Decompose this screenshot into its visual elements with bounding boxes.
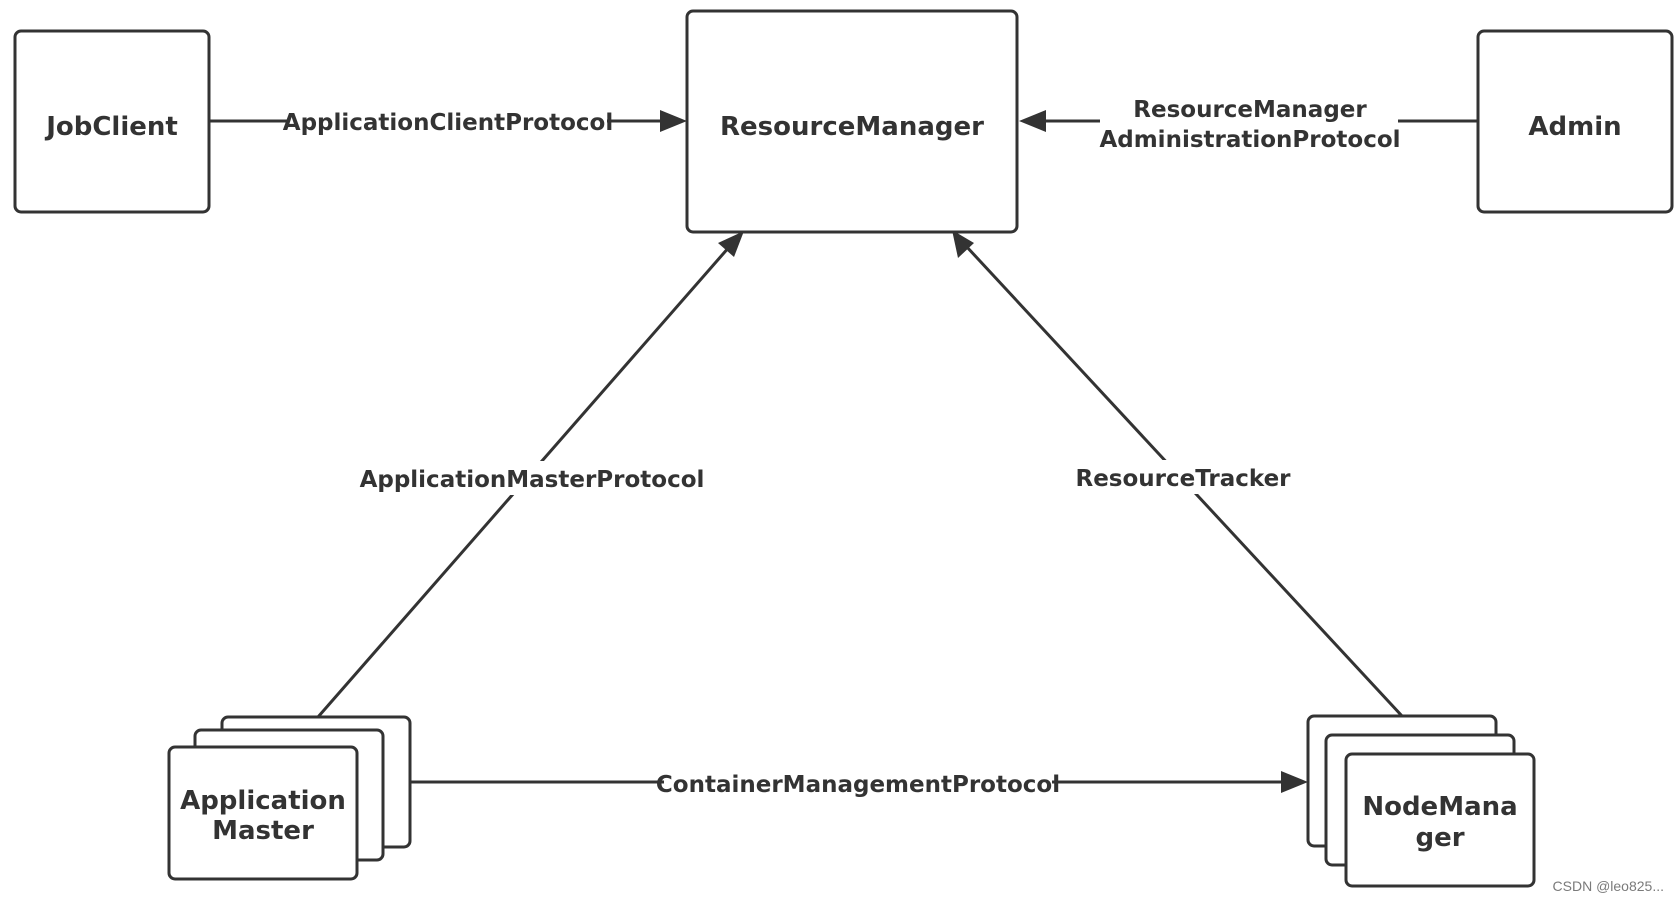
node-manager-label-line1: NodeMana (1362, 792, 1517, 822)
application-master-protocol-label: ApplicationMasterProtocol (360, 467, 705, 493)
arrowhead-icon (660, 110, 687, 132)
arrowhead-icon (952, 230, 974, 258)
application-master-label-line2: Master (212, 816, 314, 846)
resource-tracker-label: ResourceTracker (1075, 466, 1291, 492)
rm-admin-protocol-label-line1: ResourceManager (1133, 97, 1367, 123)
arrowhead-icon (1019, 110, 1046, 132)
application-master-label-line1: Application (180, 786, 346, 816)
stack-layer-front (167, 745, 359, 881)
resource-manager-label: ResourceManager (720, 112, 984, 142)
node-admin: Admin (1476, 29, 1674, 214)
node-application-master: Application Master (167, 715, 412, 881)
application-client-protocol-label: ApplicationClientProtocol (283, 110, 613, 136)
stack-layer-front (1344, 752, 1536, 888)
arrowhead-icon (1281, 771, 1308, 793)
node-manager-label-line2: ger (1415, 823, 1464, 853)
node-node-manager: NodeMana ger (1306, 714, 1536, 888)
arrowhead-icon (718, 231, 744, 257)
rm-admin-protocol-label-line2: AdministrationProtocol (1099, 127, 1400, 153)
admin-label: Admin (1528, 112, 1621, 142)
edge-label-application-client-protocol: ApplicationClientProtocol (283, 105, 613, 137)
node-job-client: JobClient (13, 29, 211, 214)
edge-label-application-master-protocol: ApplicationMasterProtocol (360, 461, 705, 495)
node-resource-manager: ResourceManager (685, 9, 1019, 234)
edge-label-container-management-protocol: ContainerManagementProtocol (656, 766, 1060, 800)
watermark: CSDN @leo825... (1552, 878, 1664, 894)
edge-label-resource-tracker: ResourceTracker (1075, 460, 1291, 494)
edge-label-rm-admin-protocol: ResourceManager AdministrationProtocol (1099, 90, 1401, 154)
job-client-label: JobClient (44, 112, 178, 142)
container-management-protocol-label: ContainerManagementProtocol (656, 772, 1060, 798)
